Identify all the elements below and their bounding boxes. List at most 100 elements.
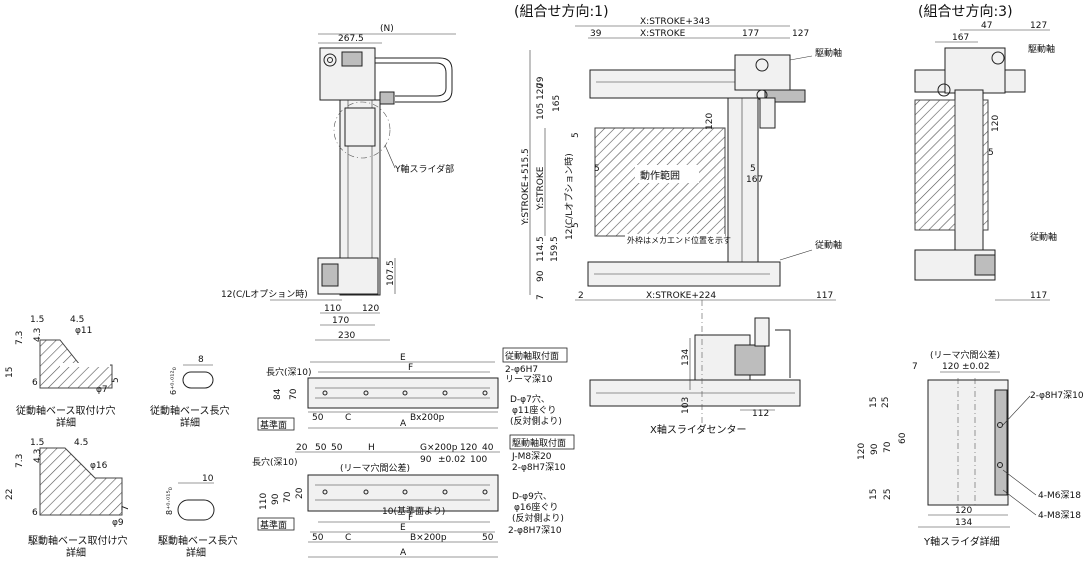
dim-20v: 20 [295, 487, 305, 499]
motor-connector [323, 53, 337, 67]
driven-shaft-label: 従動軸 [815, 239, 842, 251]
reamer-tol-label: (リーマ穴間公差) [340, 462, 410, 474]
slot-label: 長穴(深10) [266, 366, 311, 378]
label-a: A [400, 419, 407, 429]
caption-driven-base-1: 従動軸ベース取付け穴 [16, 404, 116, 417]
note-2-phi8h7-y: 2-φ8H7深10 [1030, 390, 1084, 401]
dim-20: 20 [296, 443, 308, 453]
dim-107-5: 107.5 [386, 260, 396, 286]
x-slider-view: 134 103 112 X軸スライダセンター [589, 300, 801, 436]
top-view-dir1: (組合せ方向:1) X:STROKE+343 39 X:STROKE 177 1… [514, 4, 842, 301]
dim-7-3b: 7.3 [15, 454, 25, 468]
plan-driven-mounting: E F 長穴(深10) 84 70 50 C Bx200p A 基準面 従動軸取… [257, 347, 568, 431]
label-f: F [408, 363, 413, 373]
dim-7-3: 7.3 [15, 331, 25, 345]
note-j-m8: J-M8深20 [511, 451, 552, 462]
plan-drive-mounting: 20 50 50 H G×200p 120 40 90 ±0.02 100 (リ… [252, 434, 575, 558]
tol-6: 6⁺⁰·⁰¹²₀ [169, 367, 178, 395]
dim-50a: 50 [315, 443, 327, 453]
dim-50: 50 [312, 413, 324, 423]
dim-70: 70 [289, 388, 299, 400]
caption-driven-slot-1: 従動軸ベース長穴 [150, 404, 230, 417]
dim-4-3b: 4.3 [33, 449, 43, 463]
dim-230: 230 [338, 331, 355, 341]
dim-22: 22 [5, 489, 15, 500]
heading-dir3: (組合せ方向:3) [918, 4, 1013, 20]
y-slider-detail-circle [333, 101, 391, 159]
dim-120-3: 120 [991, 115, 1001, 132]
detail-drive-base-hole: 1.5 4.5 4.3 7.3 φ16 22 6 φ9 7 駆動軸ベース取付け穴… [5, 438, 131, 559]
dim-5a: 5 [571, 132, 581, 138]
dim-170: 170 [332, 316, 349, 326]
note-reamer10: リーマ深10 [505, 374, 553, 385]
side-view: (N) 267.5 Y軸スライダ部 107.5 12(C/Lオプション時) 11… [221, 24, 456, 341]
dim-60-y: 60 [898, 432, 908, 444]
note-2-phi8h7-b: 2-φ8H7深10 [508, 525, 562, 536]
note-opposite-2: (反対側より) [512, 512, 564, 524]
caption-driven-slot-2: 詳細 [180, 416, 200, 429]
label-e: E [400, 353, 406, 363]
y-stroke-515: Y:STROKE+515.5 [521, 148, 531, 226]
driven-face-title: 従動軸取付面 [505, 350, 559, 362]
heading-dir1: (組合せ方向:1) [514, 4, 609, 20]
note-phi11-cb: φ11座ぐり [512, 404, 556, 416]
dim-120-y: 120 [857, 443, 867, 460]
dim-8: 8 [198, 355, 204, 365]
dim-5-3: 5 [988, 148, 994, 158]
phi-9: φ9 [112, 518, 124, 528]
dim-134-bottom: 134 [955, 518, 972, 528]
dim-1-5: 1.5 [30, 315, 44, 325]
dim-90p: 90 [420, 455, 432, 465]
dim-50c: 50 [312, 533, 324, 543]
dim-7-y: 7 [912, 362, 918, 372]
label-c: C [345, 413, 351, 423]
dim-134: 134 [681, 349, 691, 366]
dim-90v: 90 [271, 493, 281, 505]
dim-15: 15 [5, 367, 15, 378]
y-slider-detail-caption: Y軸スライダ詳細 [923, 535, 1000, 548]
dim-2: 2 [578, 291, 584, 301]
dim-1-5b: 1.5 [30, 438, 44, 448]
reamer-tol-y: (リーマ穴間公差) [930, 349, 1000, 361]
dim-25a: 25 [881, 397, 891, 408]
dim-117-3: 117 [1030, 291, 1047, 301]
dim-100: 100 [470, 455, 487, 465]
dim-50b: 50 [331, 443, 343, 453]
note-opposite: (反対側より) [510, 415, 562, 427]
phi-16: φ16 [90, 461, 108, 471]
dim-4-5: 4.5 [70, 315, 84, 325]
dim-127: 127 [1030, 21, 1047, 31]
ref-face-2: 基準面 [260, 519, 287, 531]
label-c2: C [345, 533, 351, 543]
dim-90-y: 90 [870, 443, 880, 455]
dim-50d: 50 [482, 533, 494, 543]
note-2-phi8h7: 2-φ8H7深10 [512, 462, 566, 473]
caption-drive-slot-1: 駆動軸ベース長穴 [158, 534, 238, 547]
label-g200p: G×200p [420, 443, 458, 453]
dim-105: 105 [536, 103, 546, 120]
dim-127: 127 [792, 29, 809, 39]
dim-15b: 15 [869, 489, 879, 500]
x-slider-center-label: X軸スライダセンター [650, 423, 746, 436]
driven-shaft-label-3: 従動軸 [1030, 231, 1057, 243]
dim-6: 6 [32, 378, 38, 388]
y-stroke: Y:STROKE [536, 166, 546, 211]
dim-n: (N) [380, 24, 394, 34]
cl-option-vertical: 12(C/Lオプション時) [564, 153, 575, 240]
dim-70p: 70 [283, 491, 293, 503]
detail-driven-slot: 8 6⁺⁰·⁰¹²₀ 従動軸ベース長穴 詳細 [150, 355, 230, 429]
dim-5c: 5 [750, 164, 756, 174]
dim-7: 7 [536, 294, 546, 300]
tol-8: 8⁺⁰·⁰¹⁵₀ [165, 487, 174, 515]
dim-103: 103 [681, 397, 691, 414]
dim-120-bottom: 120 [955, 506, 972, 516]
caption-drive-base-1: 駆動軸ベース取付け穴 [28, 534, 128, 547]
dim-120b: 120 [705, 113, 715, 130]
drive-shaft-label: 駆動軸 [815, 47, 842, 59]
dim-10: 10 [202, 474, 214, 484]
dim-40: 40 [482, 443, 494, 453]
x-stroke-343: X:STROKE+343 [640, 17, 710, 27]
phi-11: φ11 [75, 326, 92, 336]
dim-112: 112 [752, 409, 769, 419]
